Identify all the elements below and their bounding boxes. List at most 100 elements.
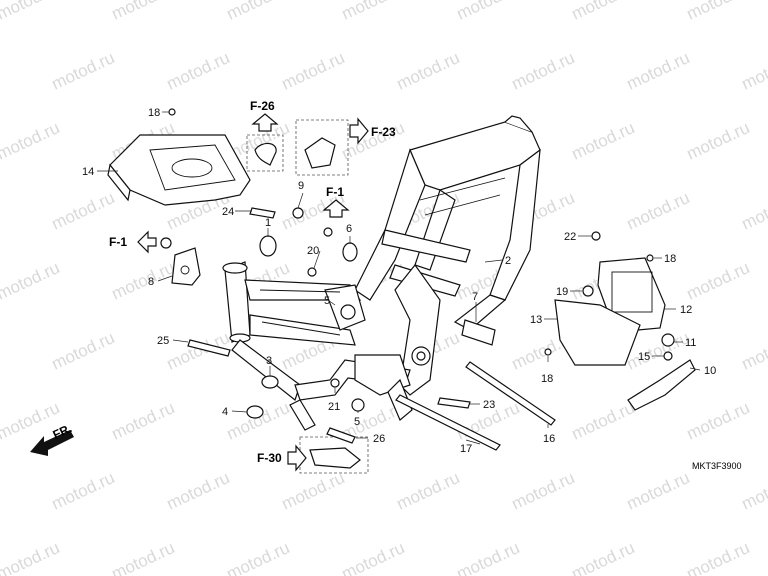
watermark-text: motod.ru — [684, 0, 753, 24]
arrow-up-icon — [322, 199, 350, 218]
front-label: FR. — [51, 421, 74, 442]
callout-22: 22 — [564, 231, 576, 243]
watermark-text: motod.ru — [0, 118, 62, 164]
watermark-text: motod.ru — [109, 0, 178, 24]
main-frame — [222, 115, 541, 431]
watermark-text: motod.ru — [339, 0, 408, 24]
f23-part — [295, 119, 349, 176]
watermark-text: motod.ru — [339, 538, 408, 576]
callout-1: 1 — [265, 217, 271, 229]
watermark-text: motod.ru — [569, 118, 638, 164]
part-7-spacer — [461, 319, 496, 346]
callout-16: 16 — [543, 433, 555, 445]
callout-2: 2 — [505, 255, 511, 267]
watermark-text: motod.ru — [454, 538, 523, 576]
ref-f26-label: F-26 — [250, 99, 275, 113]
callout-18b: 18 — [664, 253, 676, 265]
watermark-text: motod.ru — [0, 188, 2, 234]
watermark-text: motod.ru — [109, 538, 178, 576]
watermark-text: motod.ru — [109, 258, 178, 304]
watermark-text: motod.ru — [624, 468, 693, 514]
watermark-text: motod.ru — [49, 48, 118, 94]
callout-24: 24 — [222, 206, 234, 218]
callout-25: 25 — [157, 335, 169, 347]
watermark-text: motod.ru — [569, 538, 638, 576]
callout-6: 6 — [346, 223, 352, 235]
watermark-text: motod.ru — [509, 468, 578, 514]
callout-26: 26 — [373, 433, 385, 445]
watermark-text: motod.ru — [624, 188, 693, 234]
watermark-text: motod.ru — [0, 328, 2, 374]
watermark-text: motod.ru — [224, 398, 293, 444]
watermark-text: motod.ru — [624, 48, 693, 94]
watermark-text: motod.ru — [0, 48, 2, 94]
f30-part — [299, 436, 369, 474]
watermark-text: motod.ru — [279, 468, 348, 514]
callout-12: 12 — [680, 304, 692, 316]
watermark-text: motod.ru — [739, 188, 768, 234]
callout-18c: 18 — [541, 373, 553, 385]
callout-13: 13 — [530, 314, 542, 326]
part-13-panel — [554, 299, 641, 366]
watermark-text: motod.ru — [394, 468, 463, 514]
callout-15: 15 — [638, 351, 650, 363]
callout-5: 5 — [324, 295, 330, 307]
watermark-text: motod.ru — [569, 0, 638, 24]
ref-f23[interactable]: F-23 — [349, 117, 396, 145]
callout-4: 4 — [222, 406, 228, 418]
watermark-text: motod.ru — [454, 0, 523, 24]
watermark-text: motod.ru — [684, 258, 753, 304]
diagram-code: MKT3F3900 — [692, 461, 742, 471]
callout-11: 11 — [685, 337, 696, 349]
callout-14: 14 — [82, 166, 94, 178]
callout-9: 9 — [298, 180, 304, 192]
watermark-text: motod.ru — [224, 538, 293, 576]
ref-f1-left[interactable]: F-1 — [109, 230, 157, 254]
callout-10: 10 — [704, 365, 716, 377]
ref-f1-left-label: F-1 — [109, 235, 127, 249]
watermark-text: motod.ru — [739, 48, 768, 94]
callout-23: 23 — [483, 399, 495, 411]
ref-f1-top[interactable]: F-1 — [322, 185, 350, 218]
arrow-right-icon — [287, 444, 307, 472]
ref-f23-label: F-23 — [371, 125, 396, 139]
watermark-text: motod.ru — [0, 0, 62, 24]
watermark-text: motod.ru — [684, 118, 753, 164]
leader-lines — [97, 111, 701, 445]
ref-f30-label: F-30 — [257, 451, 282, 465]
callout-3: 3 — [266, 355, 272, 367]
arrow-left-icon — [137, 230, 157, 254]
watermark-text: motod.ru — [49, 188, 118, 234]
ref-f26[interactable]: F-26 — [250, 99, 279, 132]
watermark-text: motod.ru — [684, 398, 753, 444]
part-10-guard — [627, 359, 696, 411]
arrow-right-icon — [349, 117, 369, 145]
watermark-text: motod.ru — [164, 468, 233, 514]
watermark-text: motod.ru — [164, 48, 233, 94]
watermark-text: motod.ru — [49, 328, 118, 374]
part-14-cover — [107, 134, 251, 206]
front-indicator: FR. — [30, 421, 74, 456]
part-8-bracket — [171, 247, 201, 286]
watermark-text: motod.ru — [684, 538, 753, 576]
ref-f30[interactable]: F-30 — [257, 444, 307, 472]
callout-21: 21 — [328, 401, 340, 413]
ref-f1-top-label: F-1 — [326, 185, 344, 199]
callout-19: 19 — [556, 286, 568, 298]
callout-20: 20 — [307, 245, 319, 257]
f26-part — [246, 134, 284, 172]
watermark-text: motod.ru — [739, 328, 768, 374]
callout-18: 18 — [148, 107, 160, 119]
callouts: 18 14 24 1 9 20 6 8 5 25 3 4 21 5 26 2 2… — [82, 107, 716, 455]
watermark-text: motod.ru — [0, 468, 2, 514]
watermark-text: motod.ru — [224, 0, 293, 24]
watermark-text: motod.ru — [109, 398, 178, 444]
watermark-text: motod.ru — [394, 48, 463, 94]
callout-8: 8 — [148, 276, 154, 288]
watermark-text: motod.ru — [739, 468, 768, 514]
arrow-up-icon — [251, 113, 279, 132]
front-direction-arrow-icon — [30, 430, 74, 456]
watermark-text: motod.ru — [49, 468, 118, 514]
watermark-text: motod.ru — [509, 48, 578, 94]
